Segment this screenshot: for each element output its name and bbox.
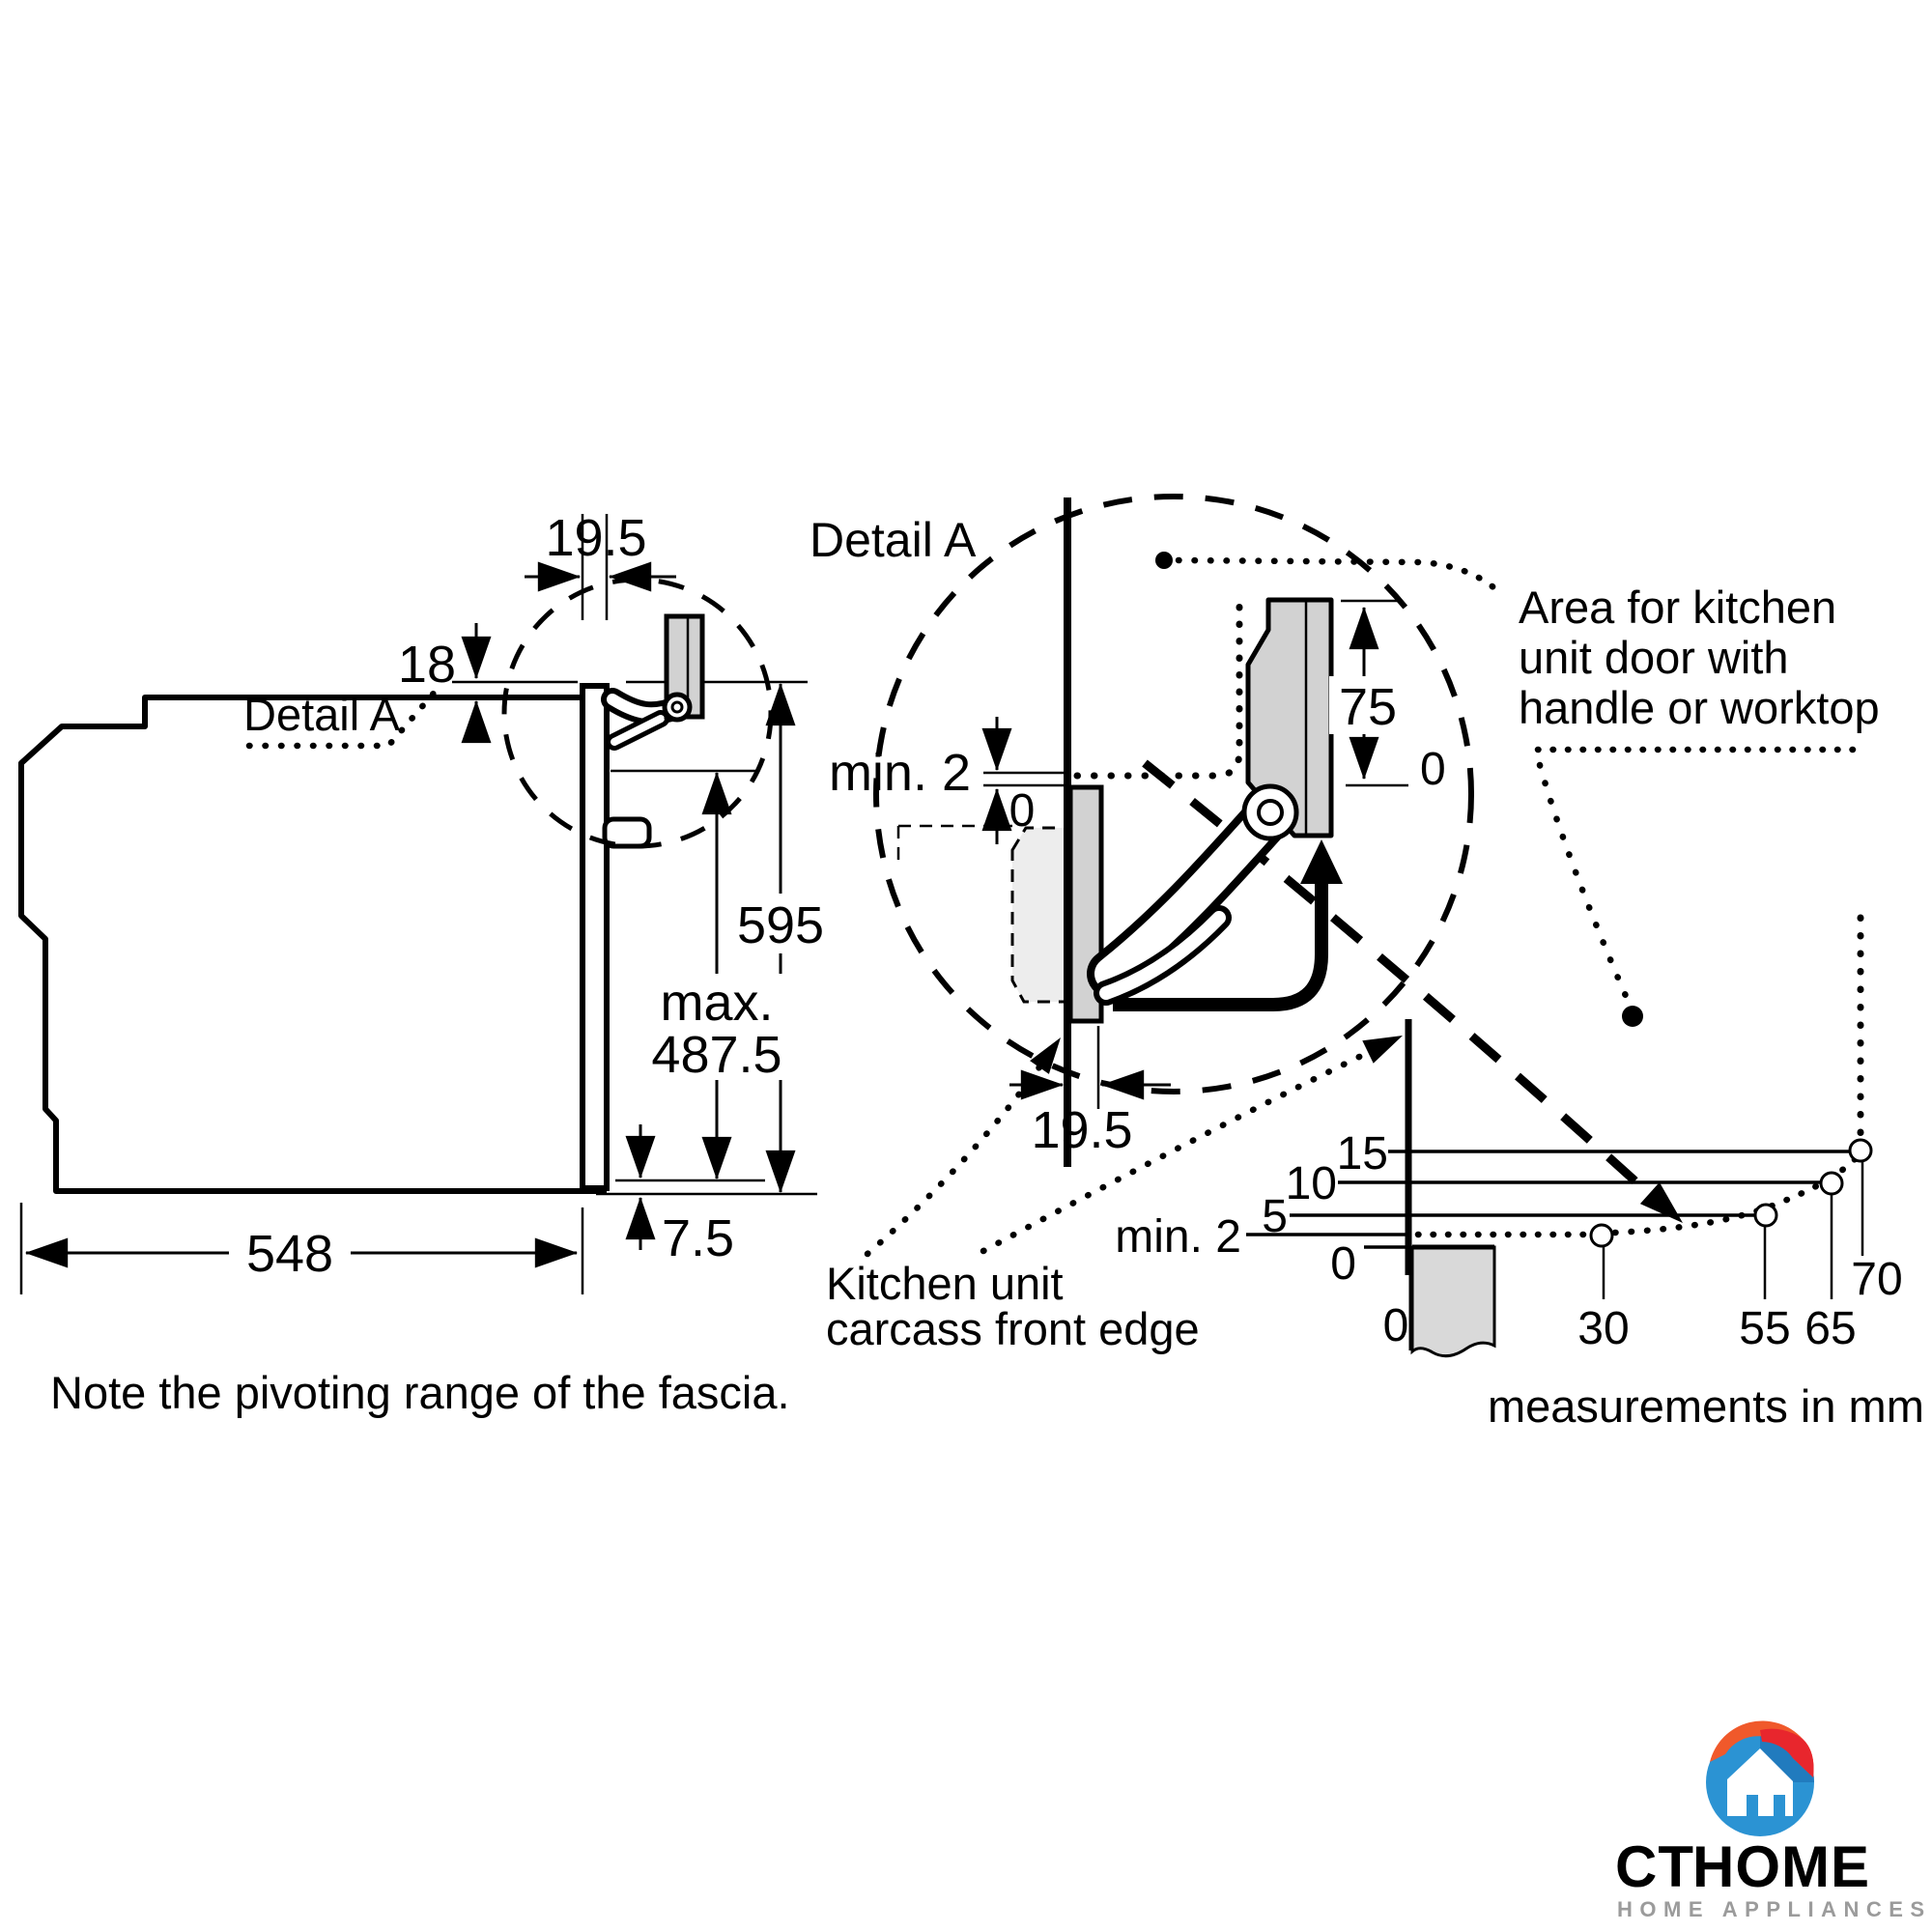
dim-595-label: 595 — [737, 896, 824, 954]
dim-max-value: 487.5 — [651, 1026, 781, 1084]
dim-19-5-top-label: 19.5 — [545, 509, 646, 567]
xlabel-0: 0 — [1383, 1300, 1409, 1351]
control-knob — [602, 816, 652, 849]
carcass-pointer-b-dots — [980, 1039, 1391, 1255]
logo-text-ct: CT — [1615, 1834, 1694, 1899]
oven-body-outline — [18, 695, 585, 1194]
dim-548-bg — [229, 1223, 351, 1281]
logo-house-notches — [1747, 1795, 1785, 1816]
dim-595-bg — [737, 894, 824, 953]
units-note: measurements in mm — [1488, 1380, 1924, 1432]
ylabel-5: 5 — [1262, 1191, 1288, 1242]
ghost-fascia — [1010, 826, 1067, 1004]
xlabel-30: 30 — [1577, 1303, 1629, 1354]
oven-side-view — [18, 577, 808, 1194]
area-text-line2: unit door with — [1519, 632, 1789, 683]
arm-link2-fill — [1099, 911, 1226, 1000]
offset-chart: 15 10 5 min. 2 0 0 30 55 65 70 — [1115, 1019, 1903, 1358]
point-30-min2 — [1589, 1223, 1614, 1248]
logo-tagline: HOME APPLIANCES — [1617, 1897, 1932, 1921]
ylabel-min2: min. 2 — [1115, 1211, 1241, 1263]
carcass-block — [1410, 1245, 1496, 1358]
carcass-pointer-b-arrowhead — [1362, 1036, 1403, 1064]
xlabel-55: 55 — [1739, 1303, 1790, 1354]
mini-link-fill — [611, 715, 665, 746]
logo-swoosh-red — [1760, 1728, 1814, 1777]
point-65-10 — [1819, 1171, 1844, 1196]
arm-fill — [1094, 807, 1279, 990]
ylabel-0: 0 — [1330, 1238, 1356, 1290]
detail-a-circle — [873, 494, 1474, 1094]
detail-ref-label: Detail A — [243, 689, 401, 740]
carcass-annotation: Kitchen unit carcass front edge — [826, 1036, 1403, 1354]
min2-label: min. 2 — [829, 744, 971, 802]
logo-text-home: HOME — [1692, 1834, 1870, 1899]
dim-7-5-label: 7.5 — [662, 1209, 734, 1267]
dim-max-word: max. — [660, 974, 773, 1032]
oven-front-frame — [580, 683, 610, 1191]
dim-75-bg — [1329, 676, 1406, 734]
zero-dashed-ref — [896, 824, 1012, 865]
carcass-pointer-a-arrowhead — [1030, 1037, 1061, 1074]
dim-19-5b-label: 19.5 — [1031, 1101, 1132, 1159]
xlabel-65: 65 — [1804, 1303, 1856, 1354]
area-pointer-origin-dot — [1155, 552, 1173, 569]
note-text: Note the pivoting range of the fascia. — [50, 1367, 790, 1418]
motion-arrow-head — [1300, 839, 1343, 884]
pivot-hole — [1257, 799, 1284, 826]
area-lower-pointer-dots — [1536, 761, 1633, 1007]
envelope-curve-dots — [1611, 1150, 1864, 1236]
area-text-line3: handle or worktop — [1519, 682, 1880, 733]
ylabel-15: 15 — [1337, 1128, 1388, 1179]
zero-front-label: 0 — [1009, 785, 1036, 837]
detail-a-view: Detail A min. 2 0 — [810, 494, 1683, 1223]
area-text-line1: Area for kitchen — [1519, 582, 1836, 633]
point-70-15 — [1848, 1138, 1873, 1163]
carcass-pointer-a-dots — [864, 1044, 1057, 1258]
detail-ref-leader-dots — [245, 686, 440, 750]
logo: CT HOME HOME APPLIANCES — [1615, 1720, 1932, 1921]
point-55-5 — [1753, 1203, 1778, 1228]
area-lower-pointer-dot — [1622, 1006, 1643, 1027]
carcass-text-line1: Kitchen unit — [826, 1258, 1064, 1309]
motion-arrow-curve — [1113, 874, 1328, 1011]
zero-top-label: 0 — [1420, 744, 1446, 795]
carcass-text-line2: carcass front edge — [826, 1303, 1200, 1354]
dim-18-label: 18 — [398, 636, 456, 694]
detail-a-title: Detail A — [810, 513, 977, 567]
area-pointer-dots — [1175, 556, 1504, 597]
oven-front-frame-foot — [582, 1188, 607, 1194]
dim-548-label: 548 — [246, 1225, 333, 1283]
fascia-travel-dots — [1073, 599, 1243, 780]
dim-75-label: 75 — [1339, 678, 1397, 736]
xlabel-70: 70 — [1851, 1254, 1902, 1305]
area-annotation: Area for kitchen unit door with handle o… — [1155, 552, 1880, 1142]
ylabel-10: 10 — [1286, 1158, 1337, 1209]
dim-max-bg — [645, 974, 788, 1080]
left-view-dimensions: 19.5 18 595 max. 487.5 7.5 548 Detail A — [19, 509, 824, 1294]
mini-pivot-hole — [670, 700, 684, 714]
pivot-range-arrowhead — [1639, 1181, 1683, 1223]
